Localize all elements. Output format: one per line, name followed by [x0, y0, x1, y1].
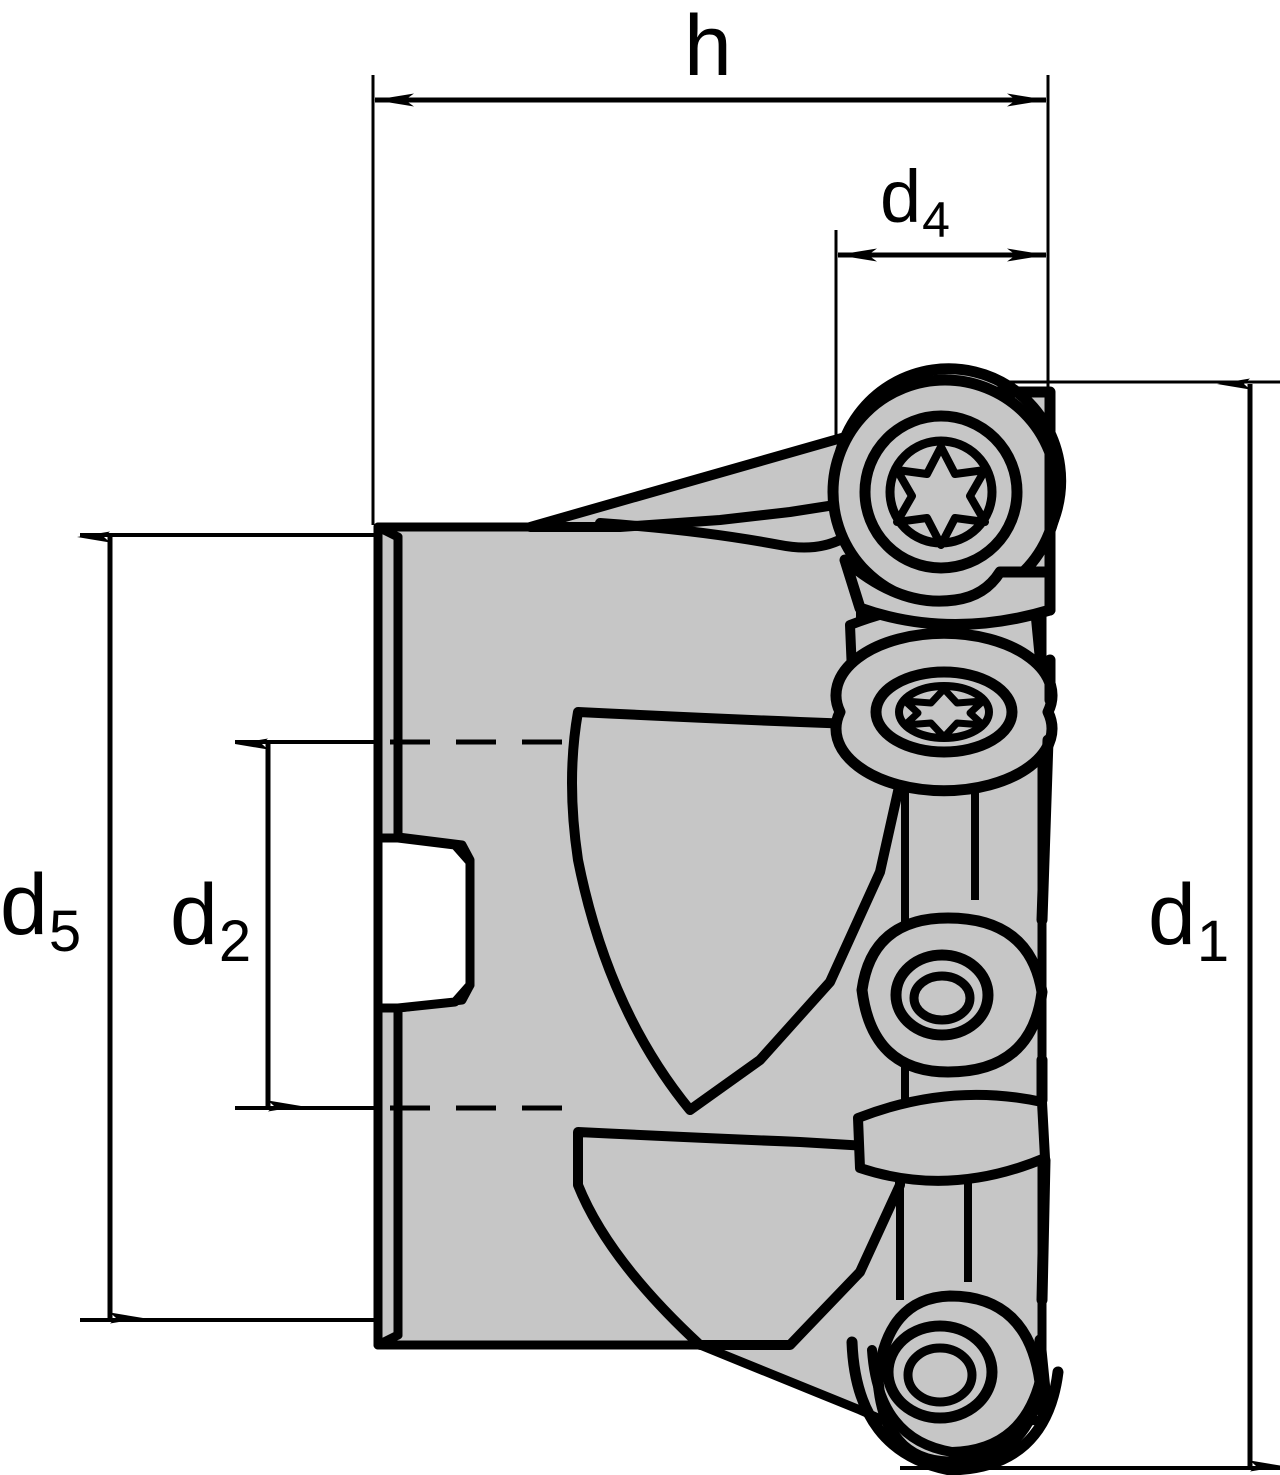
dimension-label-d1-subscript: 1 [1196, 909, 1230, 975]
dimension-arrows [77, 93, 1280, 1472]
dimension-label-d5-base: d [0, 857, 48, 953]
dimension-label-d5: d5 [0, 862, 81, 961]
dimension-label-d4-subscript: 4 [922, 192, 950, 248]
bottom-bore-inner [903, 1343, 977, 1407]
dimension-label-d1: d1 [1148, 872, 1229, 971]
right-periphery-outline [1034, 394, 1056, 1406]
top-torx-star-icon [893, 443, 989, 549]
middle-chip-flute [567, 707, 910, 1115]
dimension-label-d4-base: d [880, 155, 922, 238]
bottom-insert-inner-arc [867, 1345, 1047, 1458]
dimension-label-d4: d4 [880, 160, 950, 248]
bottom-insert-outer-arc [846, 1336, 1064, 1475]
mid-torx-star-icon [901, 685, 987, 741]
top-boss-lower-scallop [839, 554, 1056, 630]
keyway-notch [373, 833, 475, 1013]
dimension-label-d2: d2 [170, 872, 251, 971]
dimension-label-h: h [684, 3, 733, 102]
lower-chip-flute [573, 1127, 905, 1350]
third-bore-inner [909, 971, 975, 1025]
dimension-label-d1-base: d [1148, 867, 1196, 963]
cutter-body-geometry [373, 363, 1067, 1475]
dimension-label-d2-base: d [170, 867, 218, 963]
dimension-label-d2-subscript: 2 [218, 909, 252, 975]
dimension-label-d5-subscript: 5 [48, 899, 82, 965]
insert-pocket-band-2 [853, 1089, 1050, 1186]
dimension-label-h-base: h [684, 0, 732, 94]
centerlines [390, 739, 585, 1111]
